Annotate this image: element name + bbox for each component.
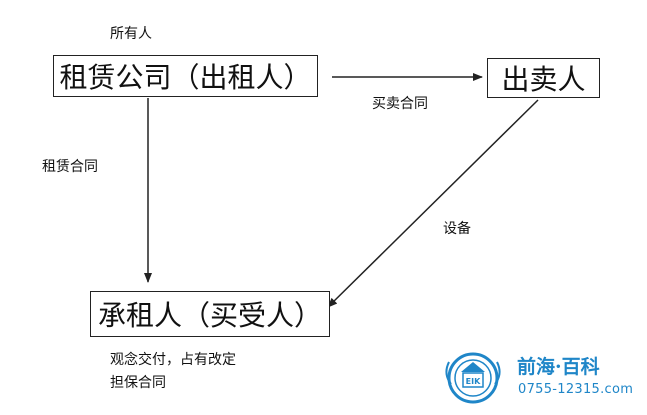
label-owner: 所有人 [110, 26, 152, 42]
node-lessee: 承租人（买受人） [90, 291, 330, 337]
label-equipment: 设备 [443, 221, 471, 237]
node-leasing-company-label: 租赁公司（出租人） [59, 61, 312, 94]
node-leasing-company: 租赁公司（出租人） [53, 55, 318, 97]
node-seller-label: 出卖人 [501, 63, 586, 96]
arrow-seller-to-lessee [327, 99, 539, 308]
emblem-text: EIK [466, 377, 481, 386]
emblem-icon: EIK [445, 352, 501, 404]
watermark-logo: EIK 前海·百科 0755-12315.com [441, 348, 641, 408]
node-lessee-label: 承租人（买受人） [97, 299, 322, 332]
label-note-line1: 观念交付，占有改定 [110, 352, 236, 368]
node-seller: 出卖人 [487, 58, 600, 98]
logo-name: 前海·百科 [517, 356, 600, 378]
label-lease-contract: 租赁合同 [42, 159, 98, 175]
label-sales-contract: 买卖合同 [372, 96, 428, 112]
logo-phone: 0755-12315.com [518, 382, 634, 397]
label-note-line2: 担保合同 [110, 375, 166, 391]
